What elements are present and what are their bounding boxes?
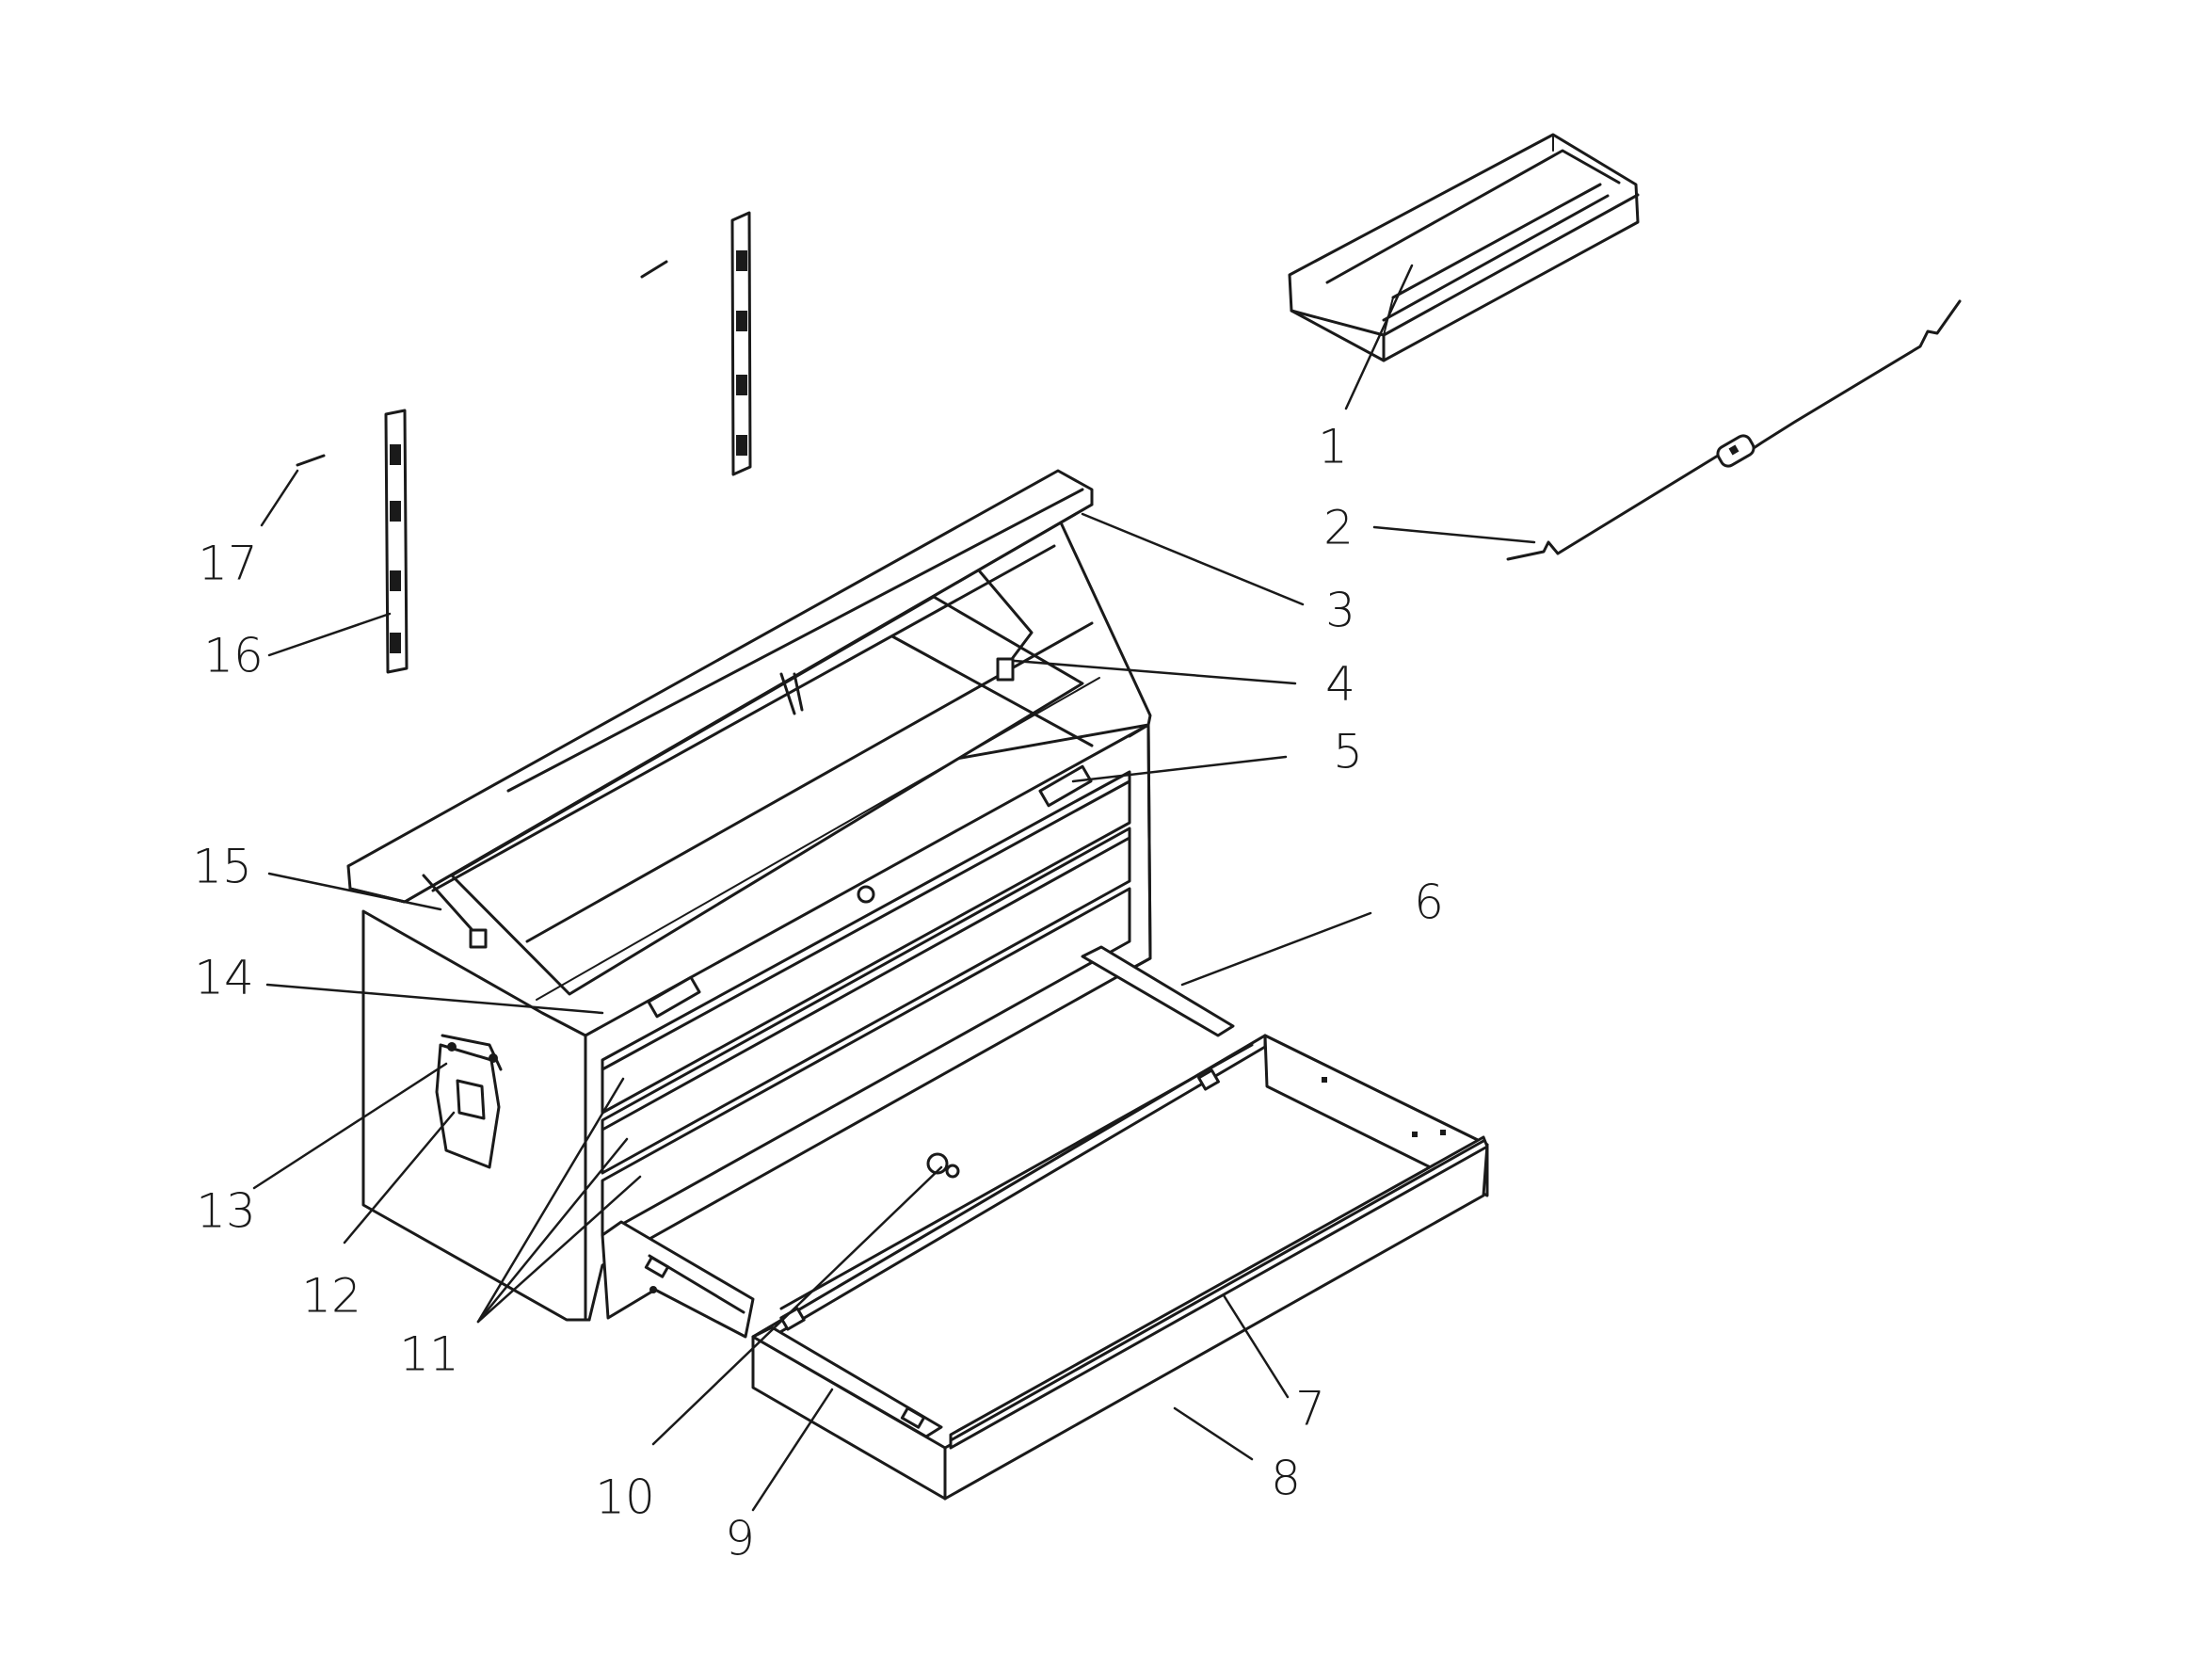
- callout-9: 9: [725, 1512, 755, 1566]
- callout-13: 13: [196, 1184, 256, 1239]
- callout-7: 7: [1295, 1382, 1325, 1437]
- callout-16: 16: [203, 629, 264, 683]
- callout-10: 10: [595, 1470, 655, 1525]
- callout-14: 14: [194, 951, 254, 1005]
- part-15-lid-stay-left: [422, 874, 488, 949]
- callout-5: 5: [1333, 725, 1363, 779]
- callout-3: 3: [1325, 584, 1355, 638]
- part-13-handle-bracket: [441, 1034, 503, 1071]
- part-2-support-rod: [1506, 299, 1962, 561]
- part-16-hinge-strip-left: [384, 409, 409, 674]
- callout-11: 11: [399, 1327, 459, 1382]
- callout-6: 6: [1414, 875, 1444, 930]
- callout-17: 17: [198, 537, 258, 591]
- part-1-tool-tray: [1288, 133, 1640, 362]
- callout-15: 15: [192, 840, 252, 894]
- part-4-lid-stay-right: [977, 569, 1034, 682]
- part-17-hinge-pin: [296, 260, 668, 467]
- callout-8: 8: [1271, 1452, 1301, 1506]
- callout-labels: 1 2 3 4 5 6 7 8 9 10 11 12 13 14 15 16 1…: [192, 420, 1444, 1566]
- callout-2: 2: [1323, 501, 1354, 555]
- callout-12: 12: [301, 1269, 361, 1324]
- part-16-hinge-strip-right: [730, 211, 752, 476]
- callout-1: 1: [1318, 420, 1348, 474]
- leader-lines: [252, 264, 1536, 1512]
- callout-4: 4: [1325, 657, 1355, 712]
- part-6-drawer-slide: [601, 945, 1235, 1339]
- open-drawer: [751, 1034, 1489, 1501]
